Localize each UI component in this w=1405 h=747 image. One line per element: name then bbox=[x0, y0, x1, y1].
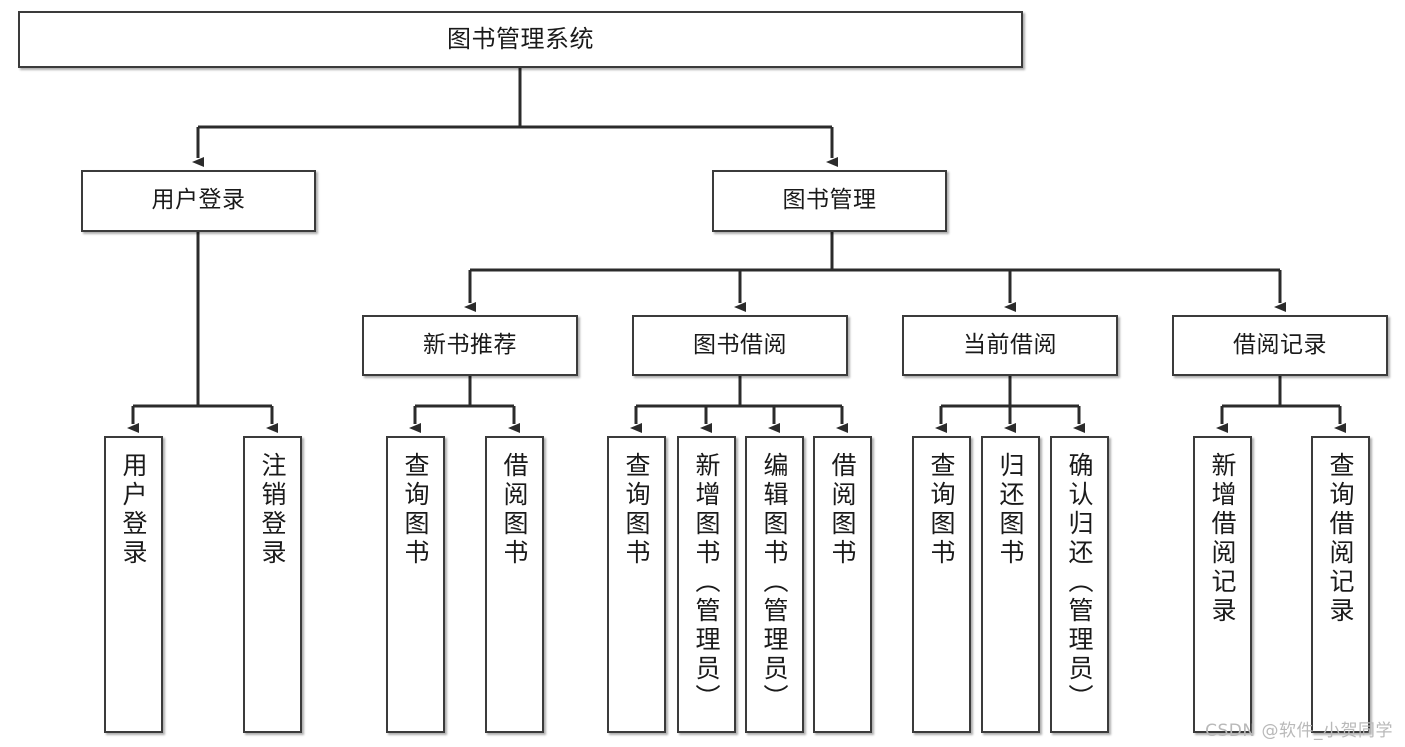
leaf-borrow-book-recommend-label: 借阅图书 bbox=[500, 452, 529, 568]
leaf-borrow-book[interactable]: 借阅图书 bbox=[813, 436, 872, 733]
leaf-return-book[interactable]: 归还图书 bbox=[981, 436, 1040, 733]
leaf-user-logout-label: 注销登录 bbox=[258, 452, 287, 568]
node-root-label: 图书管理系统 bbox=[447, 25, 594, 54]
node-book-borrow[interactable]: 图书借阅 bbox=[632, 315, 848, 376]
node-current-borrow-label: 当前借阅 bbox=[963, 331, 1057, 358]
leaf-borrow-book-label: 借阅图书 bbox=[828, 452, 857, 568]
leaf-add-borrow-record[interactable]: 新增借阅记录 bbox=[1193, 436, 1252, 733]
leaf-edit-book[interactable]: 编辑图书（管理员） bbox=[745, 436, 804, 733]
node-user-login-label: 用户登录 bbox=[151, 187, 246, 214]
leaf-query-book-recommend-label: 查询图书 bbox=[401, 452, 430, 568]
leaf-edit-book-label: 编辑图书（管理员） bbox=[760, 452, 789, 713]
leaf-add-book[interactable]: 新增图书（管理员） bbox=[677, 436, 736, 733]
leaf-query-book-borrow[interactable]: 查询图书 bbox=[607, 436, 666, 733]
node-book-manage[interactable]: 图书管理 bbox=[712, 170, 947, 232]
node-new-book-recommend[interactable]: 新书推荐 bbox=[362, 315, 578, 376]
node-user-login[interactable]: 用户登录 bbox=[81, 170, 316, 232]
node-new-book-recommend-label: 新书推荐 bbox=[423, 331, 517, 358]
leaf-confirm-return-label: 确认归还（管理员） bbox=[1065, 452, 1094, 713]
node-borrow-record-label: 借阅记录 bbox=[1233, 331, 1327, 358]
node-borrow-record[interactable]: 借阅记录 bbox=[1172, 315, 1388, 376]
leaf-confirm-return[interactable]: 确认归还（管理员） bbox=[1050, 436, 1109, 733]
leaf-query-borrow-record[interactable]: 查询借阅记录 bbox=[1311, 436, 1370, 733]
leaf-query-book-borrow-label: 查询图书 bbox=[622, 452, 651, 568]
node-book-manage-label: 图书管理 bbox=[782, 187, 877, 214]
leaf-borrow-book-recommend[interactable]: 借阅图书 bbox=[485, 436, 544, 733]
leaf-return-book-label: 归还图书 bbox=[996, 452, 1025, 568]
leaf-query-borrow-record-label: 查询借阅记录 bbox=[1326, 452, 1355, 626]
leaf-user-logout[interactable]: 注销登录 bbox=[243, 436, 302, 733]
leaf-query-book-current-label: 查询图书 bbox=[927, 452, 956, 568]
leaf-add-book-label: 新增图书（管理员） bbox=[692, 452, 721, 713]
leaf-user-login-label: 用户登录 bbox=[119, 452, 148, 568]
leaf-user-login[interactable]: 用户登录 bbox=[104, 436, 163, 733]
node-book-borrow-label: 图书借阅 bbox=[693, 331, 787, 358]
node-current-borrow[interactable]: 当前借阅 bbox=[902, 315, 1118, 376]
leaf-query-book-current[interactable]: 查询图书 bbox=[912, 436, 971, 733]
leaf-add-borrow-record-label: 新增借阅记录 bbox=[1208, 452, 1237, 626]
watermark-text: CSDN @软件_小贺同学 bbox=[1205, 721, 1393, 741]
leaf-query-book-recommend[interactable]: 查询图书 bbox=[386, 436, 445, 733]
node-root[interactable]: 图书管理系统 bbox=[18, 11, 1023, 68]
